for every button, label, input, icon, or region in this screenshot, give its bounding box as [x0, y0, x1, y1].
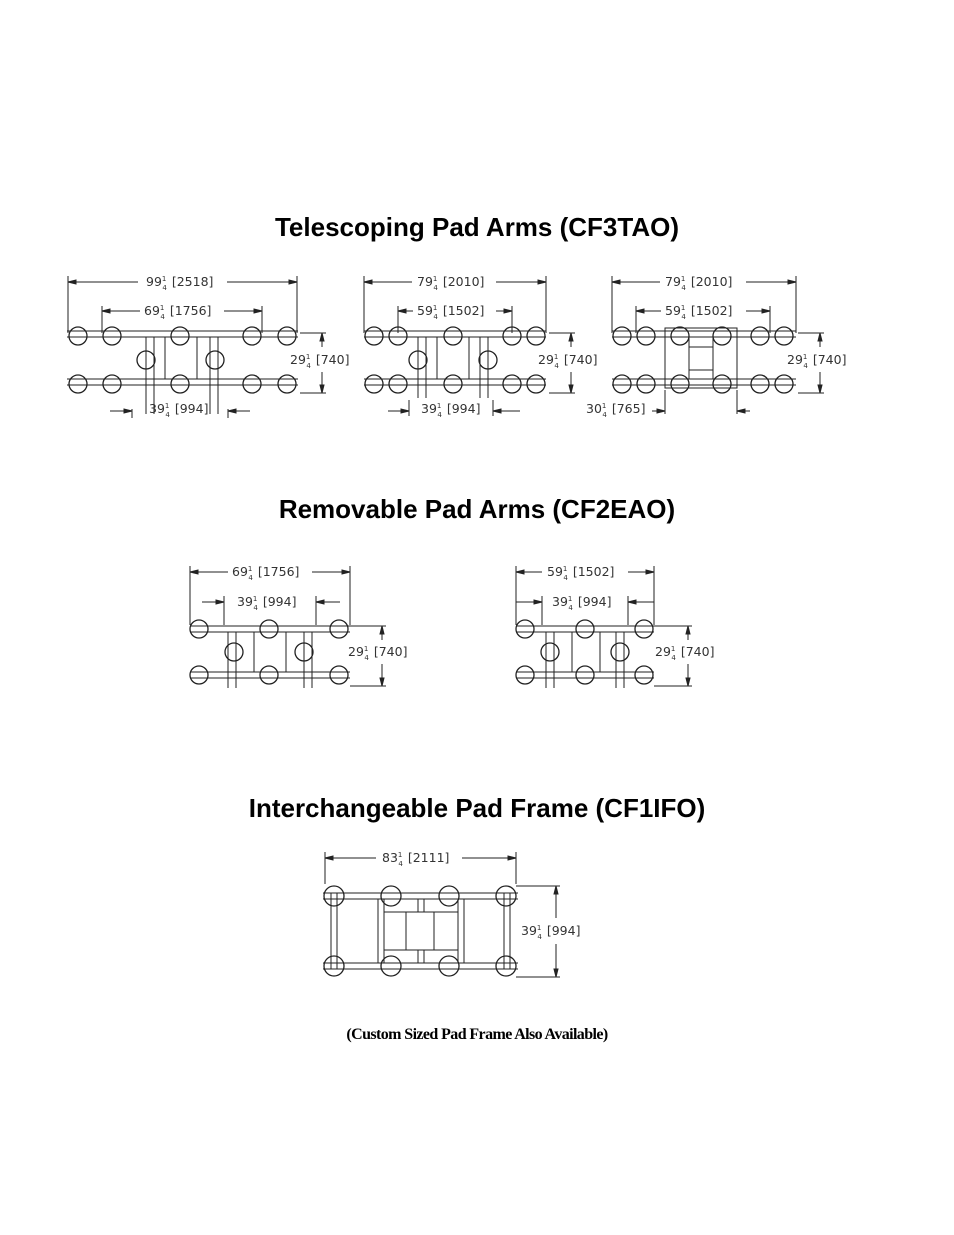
custom-size-note: (Custom Sized Pad Frame Also Available): [346, 1026, 608, 1043]
interchangeable-title: Interchangeable Pad Frame (CF1IFO): [248, 793, 706, 823]
telescoping-title: Telescoping Pad Arms (CF3TAO): [274, 212, 679, 242]
removable-title: Removable Pad Arms (CF2EAO): [278, 494, 676, 524]
